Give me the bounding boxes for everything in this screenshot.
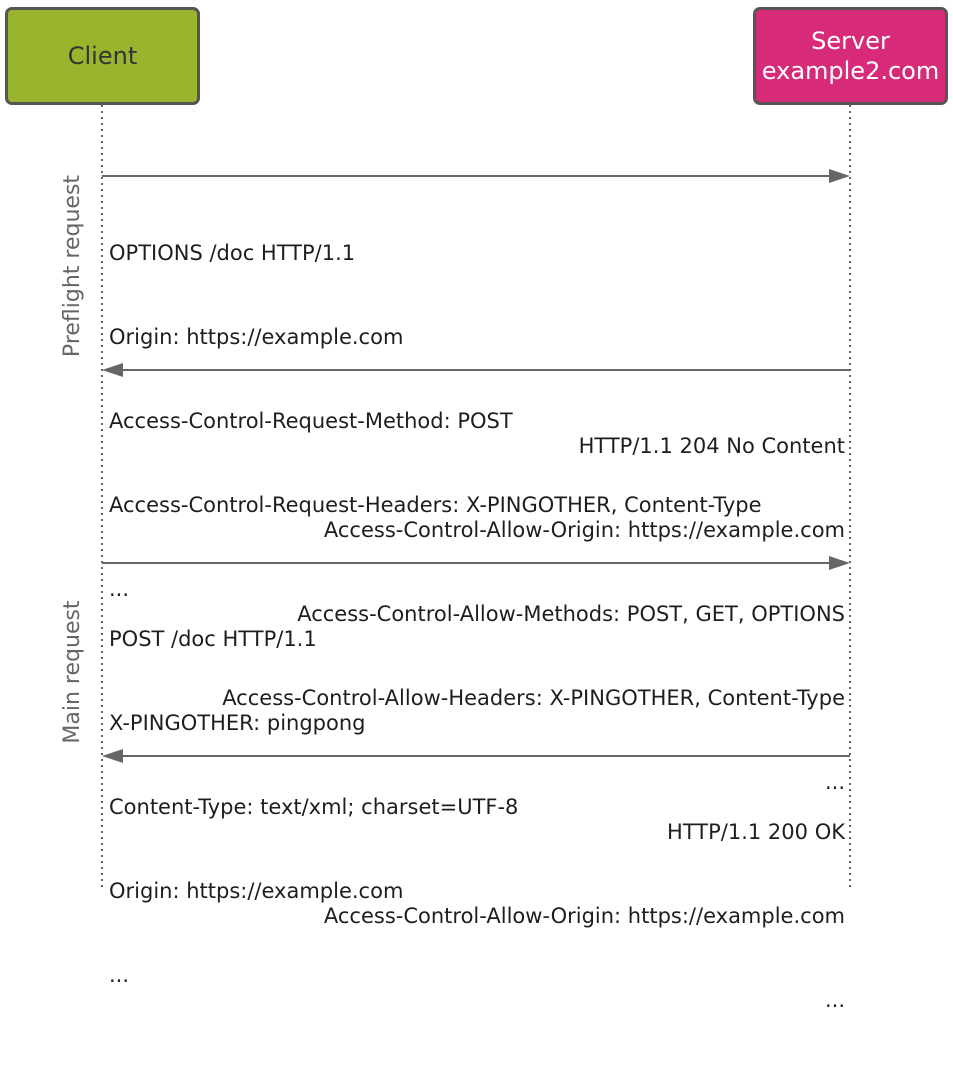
message-line: ...	[824, 770, 845, 794]
main-phase-label: Main request	[60, 600, 85, 744]
message-line: Access-Control-Allow-Origin: https://exa…	[323, 518, 845, 542]
message-line: X-PINGOTHER: pingpong	[109, 711, 366, 735]
message-line: Access-Control-Request-Headers: X-PINGOT…	[109, 493, 762, 517]
client-label: Client	[67, 42, 138, 70]
message-line: Access-Control-Allow-Methods: POST, GET,…	[297, 602, 845, 626]
preflight-response-message: HTTP/1.1 204 No Content Access-Control-A…	[222, 376, 845, 852]
message-line: Access-Control-Allow-Origin: https://exa…	[323, 904, 845, 928]
message-line: HTTP/1.1 200 OK	[667, 820, 845, 844]
message-line: Access-Control-Allow-Headers: X-PINGOTHE…	[222, 686, 845, 710]
message-line: ...	[109, 577, 130, 601]
client-actor: Client	[5, 7, 200, 105]
message-line: OPTIONS /doc HTTP/1.1	[109, 241, 356, 265]
preflight-phase-label: Preflight request	[60, 174, 85, 358]
message-line: Origin: https://example.com	[109, 325, 404, 349]
message-line: Access-Control-Request-Method: POST	[109, 409, 513, 433]
message-line: POST /doc HTTP/1.1	[109, 627, 317, 651]
server-actor: Server example2.com	[753, 7, 948, 105]
message-line: ...	[824, 988, 845, 1012]
message-line: Content-Type: text/xml; charset=UTF-8	[109, 795, 519, 819]
server-label: Server	[811, 27, 890, 55]
diagram-lines	[101, 105, 851, 890]
arrowhead-main-request	[829, 556, 850, 570]
server-host-label: example2.com	[761, 57, 940, 85]
arrowhead-preflight-response	[102, 363, 123, 377]
arrowhead-preflight-request	[829, 169, 850, 183]
main-response-message: HTTP/1.1 200 OK Access-Control-Allow-Ori…	[324, 762, 845, 1070]
sequence-diagram: Client Server example2.com Preflight req…	[5, 7, 948, 1012]
arrowhead-main-response	[102, 749, 123, 763]
preflight-request-message: OPTIONS /doc HTTP/1.1 Origin: https://ex…	[109, 183, 762, 659]
message-line: HTTP/1.1 204 No Content	[578, 434, 845, 458]
